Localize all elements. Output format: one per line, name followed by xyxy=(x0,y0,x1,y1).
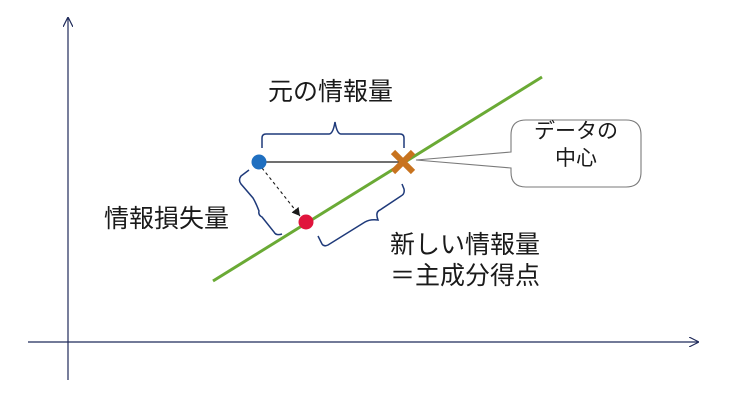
info-loss-brace xyxy=(238,169,283,236)
data-center-callout xyxy=(415,119,642,188)
original-info-label: 元の情報量 xyxy=(268,77,394,106)
data-center-label-line1: データの xyxy=(534,119,618,143)
projection-arrow xyxy=(261,167,301,217)
data-center-label-line2: 中心 xyxy=(555,146,597,171)
new-info-label-line2: ＝主成分得点 xyxy=(390,261,541,291)
new-info-label-line1: 新しい情報量 xyxy=(390,230,541,259)
info-loss-label: 情報損失量 xyxy=(104,204,230,233)
principal-axis-line xyxy=(212,75,543,283)
projected-data-point xyxy=(298,214,314,230)
data-center-marker xyxy=(390,149,416,175)
original-data-point xyxy=(251,154,267,170)
original-info-brace xyxy=(261,121,405,148)
new-info-brace xyxy=(317,183,405,247)
new-info-label: 新しい情報量 ＝主成分得点 xyxy=(390,229,540,292)
data-center-callout-text: データの 中心 xyxy=(511,118,641,173)
